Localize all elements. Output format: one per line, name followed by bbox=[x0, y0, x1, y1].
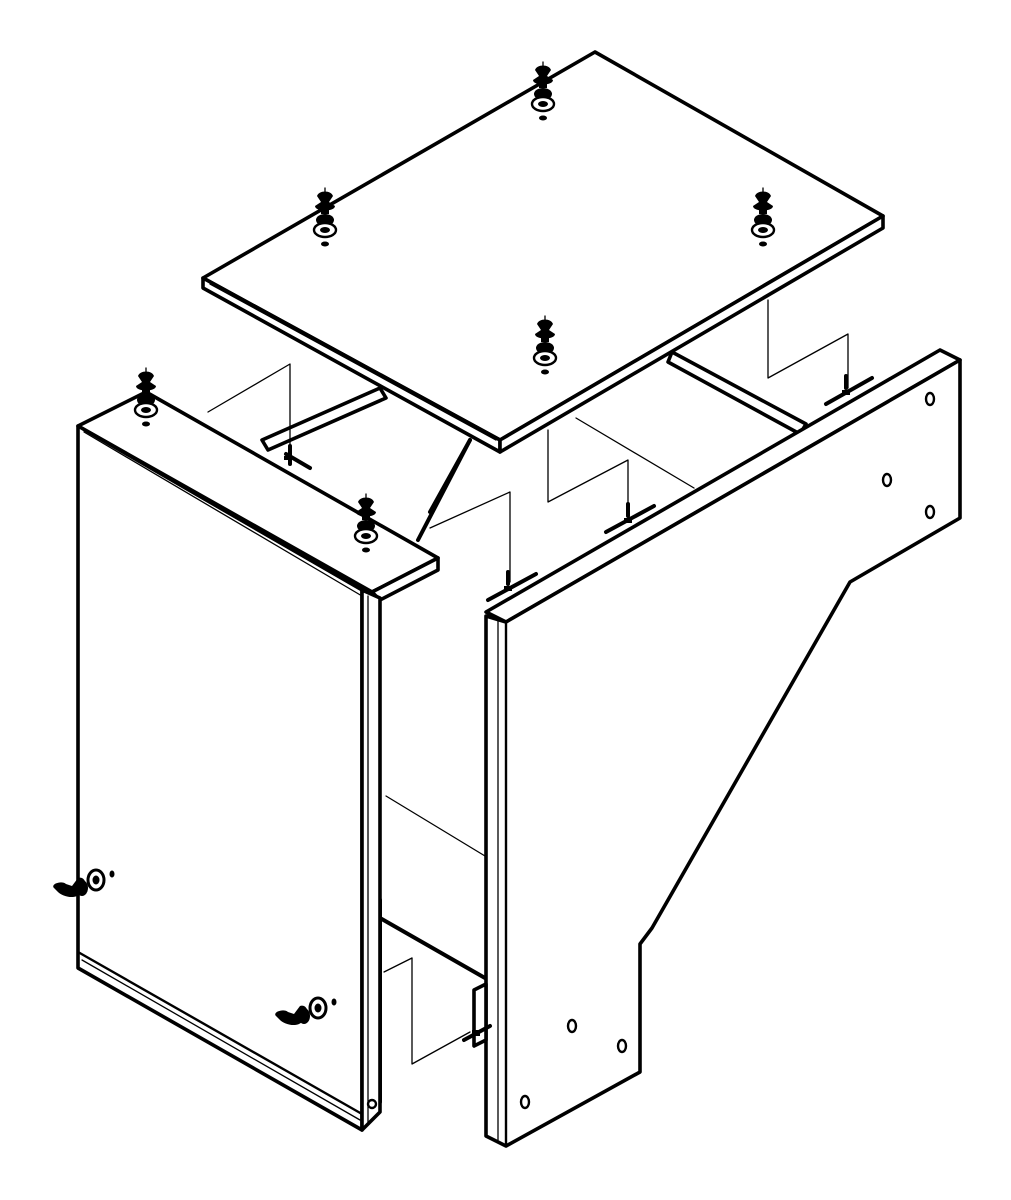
mounting-hole-icon bbox=[519, 1094, 531, 1110]
pin-fastener-icon bbox=[604, 502, 656, 534]
mounting-hole-icon bbox=[616, 1038, 628, 1054]
pin-fastener-icon bbox=[462, 1024, 492, 1042]
right-bracket-panel bbox=[472, 348, 962, 1148]
left-side-panel bbox=[76, 390, 440, 1132]
pin-fastener-icon bbox=[486, 570, 538, 602]
top-panel bbox=[201, 50, 885, 454]
mounting-hole-icon bbox=[924, 391, 936, 407]
pin-fastener-icon bbox=[824, 374, 874, 406]
pin-fastener-icon bbox=[284, 444, 312, 470]
mounting-hole-icon bbox=[566, 1018, 578, 1034]
pin-fasteners bbox=[284, 374, 874, 1042]
mounting-hole-icon bbox=[924, 504, 936, 520]
mounting-hole-icon bbox=[881, 472, 893, 488]
